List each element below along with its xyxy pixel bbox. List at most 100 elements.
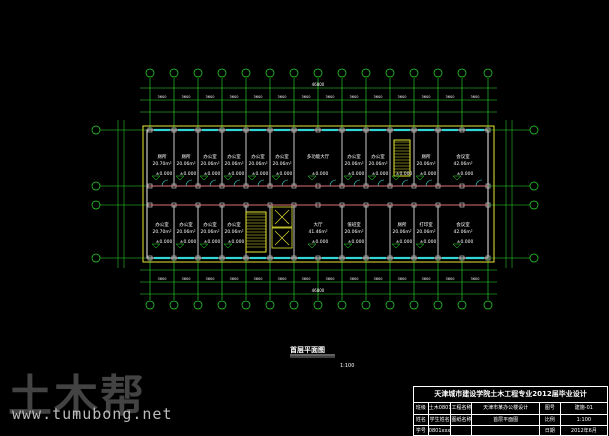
room-name: 会议室 [456, 221, 470, 228]
bay-dimension: 3600 [278, 95, 287, 99]
column [267, 183, 273, 189]
room-name: 办公室 [275, 153, 289, 160]
axis-bubble [457, 68, 467, 78]
elevation-mark: ±0.000 [156, 239, 173, 245]
column [363, 127, 369, 133]
column [435, 255, 441, 261]
axis-bubble [529, 181, 539, 191]
elevation-symbol [343, 175, 353, 181]
room-area: 20.70m² [152, 229, 171, 235]
column [291, 127, 297, 133]
title-block-cell: 工程名称 [451, 403, 473, 414]
column [219, 183, 225, 189]
room-name: 厕所 [182, 153, 191, 160]
column [435, 127, 441, 133]
elevator [271, 206, 293, 228]
room-name: 办公室 [347, 153, 361, 160]
elevation-symbol [343, 243, 353, 249]
door-swing [185, 179, 193, 187]
bay-dimension: 3600 [374, 95, 383, 99]
elevation-symbol [175, 175, 185, 181]
door-swing [209, 179, 217, 187]
axis-bubble [433, 68, 443, 78]
column [219, 255, 225, 261]
room-name: 办公室 [203, 221, 217, 228]
title-block-project: 天津城市建设学院土木工程专业2012届毕业设计 [414, 387, 607, 403]
axis-bubble [289, 68, 299, 78]
room-area: 20.70m² [152, 161, 171, 167]
axis-bubble [361, 68, 371, 78]
bay-dimension: 3600 [326, 95, 335, 99]
column [315, 255, 321, 261]
title-block-cell: 首层平面图 [472, 414, 541, 425]
column [363, 255, 369, 261]
axis-bubble [91, 200, 101, 210]
elevation-mark: ±0.000 [312, 171, 329, 177]
room-area: 20.06m² [416, 161, 435, 167]
column [315, 127, 321, 133]
title-block-cell: 姓名 [414, 414, 429, 425]
axis-bubble [91, 181, 101, 191]
room-area: 20.06m² [176, 229, 195, 235]
column [485, 183, 491, 189]
elevation-symbol [452, 175, 462, 181]
column [219, 127, 225, 133]
drawing-title: 首层平面图 [290, 345, 325, 354]
title-block-cell: 1:100 [576, 416, 592, 423]
axis-bubble [361, 300, 371, 310]
bay-dimension: 3600 [302, 277, 311, 281]
column [315, 202, 321, 208]
drawing-scale: 1:100 [340, 363, 354, 369]
room-area: 20.06m² [176, 161, 195, 167]
title-block-cell [451, 426, 473, 436]
room-name: 厕所 [398, 221, 407, 228]
axis-bubble [91, 253, 101, 263]
title-block-cell: 2012年6月 [570, 428, 597, 434]
room-area: 42.06m² [453, 161, 472, 167]
elevator-cross [274, 209, 290, 225]
room-name: 办公室 [203, 153, 217, 160]
elevation-symbol [415, 243, 425, 249]
elevation-mark: ±0.000 [276, 171, 293, 177]
column [147, 255, 153, 261]
elevation-mark: ±0.000 [420, 239, 437, 245]
column [267, 255, 273, 261]
building-outline [142, 125, 495, 263]
axis-bubble [433, 300, 443, 310]
room-area: 20.06m² [200, 161, 219, 167]
elevation-mark: ±0.000 [228, 171, 245, 177]
column [485, 127, 491, 133]
column [315, 183, 321, 189]
door-swing [353, 179, 361, 187]
column [435, 183, 441, 189]
door-swing [377, 179, 385, 187]
column [171, 127, 177, 133]
column [459, 255, 465, 261]
elevation-symbol [391, 175, 401, 181]
room-area: 20.06m² [344, 161, 363, 167]
title-block-cell: 比例 [540, 414, 561, 425]
bay-dimension: 3600 [230, 95, 239, 99]
column [195, 183, 201, 189]
axis-bubble [289, 300, 299, 310]
room-name: 办公室 [371, 153, 385, 160]
column [363, 202, 369, 208]
column [387, 127, 393, 133]
column [291, 255, 297, 261]
axis-bubble [265, 300, 275, 310]
elevator-cross [274, 230, 290, 246]
column [411, 255, 417, 261]
axis-bubble [529, 253, 539, 263]
elevation-symbol [151, 175, 161, 181]
column [147, 202, 153, 208]
column [339, 183, 345, 189]
column [339, 127, 345, 133]
column [411, 127, 417, 133]
bay-dimension: 3600 [350, 277, 359, 281]
axis-bubble [529, 200, 539, 210]
title-block-cell: 图纸名称 [451, 414, 473, 425]
bay-dimension: 3600 [422, 95, 431, 99]
bay-dimension: 3600 [471, 277, 480, 281]
